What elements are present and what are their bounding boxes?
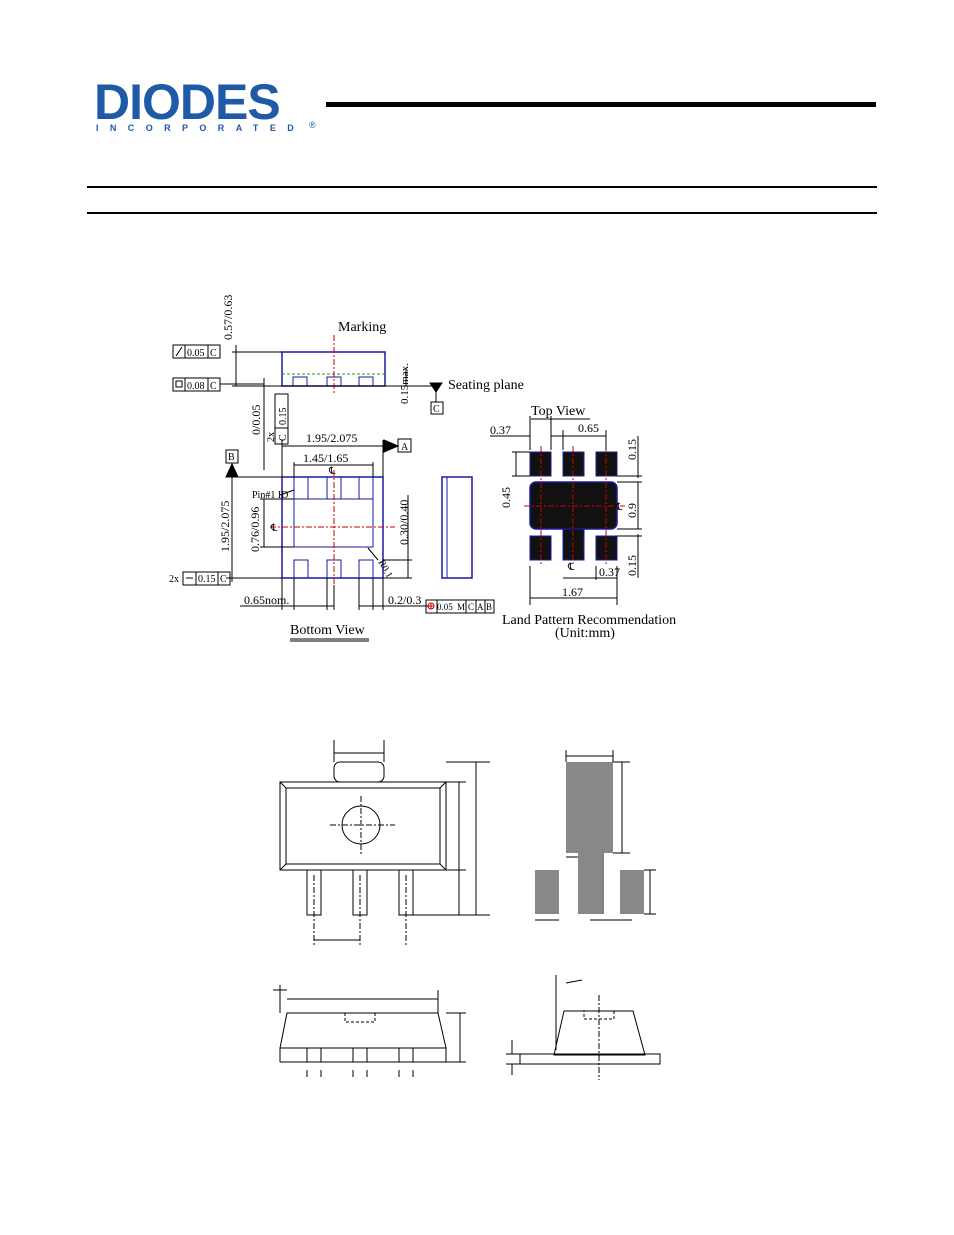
- section-rule-top: [87, 186, 877, 188]
- marking-label: Marking: [338, 320, 386, 335]
- end-view: [441, 476, 473, 579]
- dim-lead-len: 0.2/0.3: [388, 593, 421, 607]
- dim-015-top-datum: C: [278, 434, 289, 441]
- tol-flat: 0.08: [187, 381, 205, 392]
- bottom-view-label: Bottom View: [290, 623, 366, 638]
- seating-plane-label: Seating plane: [448, 378, 524, 393]
- cl-top: ℄: [328, 466, 336, 477]
- tol-015-bottom-datum: C: [220, 574, 227, 585]
- sot89-land-pattern: [535, 750, 656, 921]
- dim-width-inner: 1.45/1.65: [303, 451, 348, 465]
- logo-subtitle: INCORPORATED: [96, 123, 306, 133]
- logo-registered-mark: ®: [309, 120, 316, 130]
- datum-c-label: C: [433, 404, 440, 415]
- tol-parallel-datum: C: [210, 348, 217, 359]
- tol-pos-a: A: [477, 602, 484, 612]
- lp-unit: (Unit:mm): [555, 626, 615, 641]
- dim-height: 0.57/0.63: [221, 295, 235, 340]
- lp-065: 0.65: [578, 421, 599, 435]
- header-rule: [326, 102, 876, 107]
- bottom-view: [182, 438, 495, 642]
- sot89-end-view: [506, 975, 661, 1080]
- lp-015-bot: 0.15: [625, 555, 639, 576]
- lp-cl-right: ℄: [615, 502, 623, 513]
- dim-max: 0.15max.: [399, 363, 411, 404]
- side-view: [172, 335, 444, 470]
- datum-b-label: B: [228, 452, 235, 463]
- lp-09: 0.9: [625, 503, 639, 518]
- dim-015-top: 0.15: [278, 408, 289, 426]
- tol-pos-c: C: [468, 602, 474, 612]
- pin1-label: Pin#1 ID: [252, 490, 288, 501]
- dim-width-outer: 1.95/2.075: [306, 431, 357, 445]
- sot89-drawing: [273, 740, 661, 1080]
- tol-pos-m: M: [457, 602, 465, 612]
- tol-015-bottom: 0.15: [198, 574, 216, 585]
- dim-radius: R0.1: [375, 558, 394, 580]
- tol-pos: 0.05: [437, 602, 453, 612]
- section-rule-bottom: [87, 212, 877, 214]
- top-view-label: Top View: [531, 404, 586, 419]
- dim-standoff: 0/0.05: [249, 405, 263, 435]
- dim-pitch: 0.65nom.: [244, 593, 289, 607]
- lp-015-top: 0.15: [625, 439, 639, 460]
- lp-cl-bottom: ℄: [567, 562, 575, 573]
- lp-167: 1.67: [562, 585, 583, 599]
- logo-wordmark: DIODES: [94, 74, 281, 130]
- lp-title: Land Pattern Recommendation: [502, 613, 676, 628]
- diodes-logo: DIODES INCORPORATED ®: [94, 74, 326, 136]
- dim-2x-top: 2x: [266, 432, 277, 442]
- lp-045: 0.45: [499, 487, 513, 508]
- dim-lead: 0.30/0.40: [397, 500, 411, 545]
- sot89-side-view: [273, 985, 466, 1077]
- tol-pos-b: B: [486, 602, 492, 612]
- dim-pad: 0.76/0.96: [248, 507, 262, 552]
- tol-flat-datum: C: [210, 381, 217, 392]
- tol-parallel: 0.05: [187, 348, 205, 359]
- lp-037-bot: 0.37: [599, 565, 620, 579]
- sot89-top-view: [279, 740, 490, 945]
- datum-a-label: A: [401, 442, 409, 453]
- lp-037-top: 0.37: [490, 423, 511, 437]
- dim-height-left: 1.95/2.075: [218, 501, 232, 552]
- cl-left: ℄: [270, 523, 278, 534]
- tol-2x-bottom: 2x: [169, 574, 179, 585]
- land-pattern: [490, 416, 642, 605]
